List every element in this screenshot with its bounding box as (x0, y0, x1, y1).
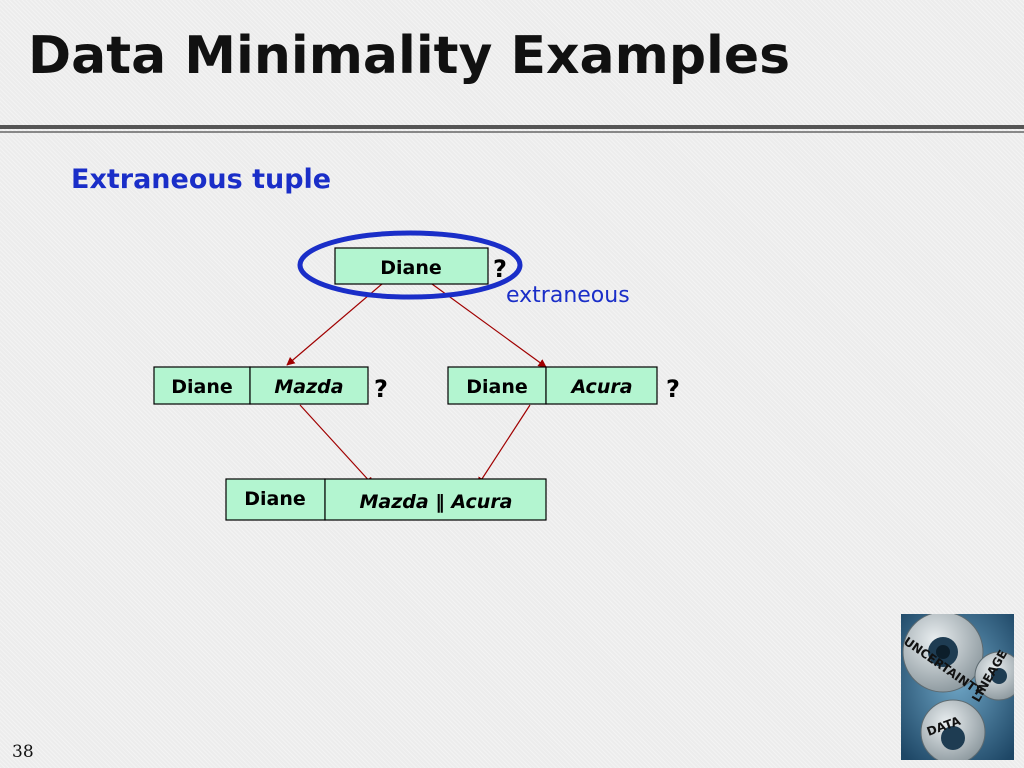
gear-icon (974, 651, 1014, 701)
extraneous-annotation: extraneous (506, 283, 630, 308)
right-question-mark: ? (666, 375, 680, 403)
gears-logo: UNCERTAINTY LINEAGE DATA (901, 614, 1014, 760)
left-tuple-name-cell (153, 366, 251, 405)
bottom-tuple-car: Mazda ‖ Acura (359, 491, 512, 513)
title-divider (0, 125, 1024, 129)
arrow-top-to-left (286, 283, 383, 366)
page-number: 38 (12, 742, 34, 762)
top-tuple-name: Diane (380, 257, 442, 279)
title-divider-thin (0, 131, 1024, 133)
gear-icon (920, 699, 986, 760)
arrow-top-to-right (431, 283, 547, 368)
right-tuple-name: Diane (466, 376, 528, 398)
left-tuple-car: Mazda (274, 376, 343, 398)
right-tuple-car: Acura (569, 376, 632, 398)
bottom-tuple-name-cell (225, 478, 326, 521)
right-tuple-car-cell (545, 366, 658, 405)
left-tuple-car-cell (249, 366, 369, 405)
bottom-tuple-name: Diane (244, 488, 306, 510)
slide-subtitle: Extraneous tuple (71, 164, 332, 195)
right-tuple-name-cell (447, 366, 547, 405)
top-tuple: Diane (334, 247, 489, 285)
gear-icon (902, 614, 984, 693)
arrow-right-to-bottom (477, 404, 531, 486)
top-question-mark: ? (493, 255, 507, 283)
right-tuple: Diane Acura (447, 366, 658, 405)
bottom-tuple: Diane Mazda ‖ Acura (225, 478, 547, 521)
slide-title: Data Minimality Examples (28, 26, 791, 86)
extraneous-highlight-ellipse (297, 230, 523, 300)
arrow-left-to-bottom (299, 404, 374, 486)
left-question-mark: ? (374, 375, 388, 403)
left-tuple-name: Diane (171, 376, 233, 398)
left-tuple: Diane Mazda (153, 366, 369, 405)
bottom-tuple-car-cell (324, 478, 547, 521)
top-tuple-cell (334, 247, 489, 285)
